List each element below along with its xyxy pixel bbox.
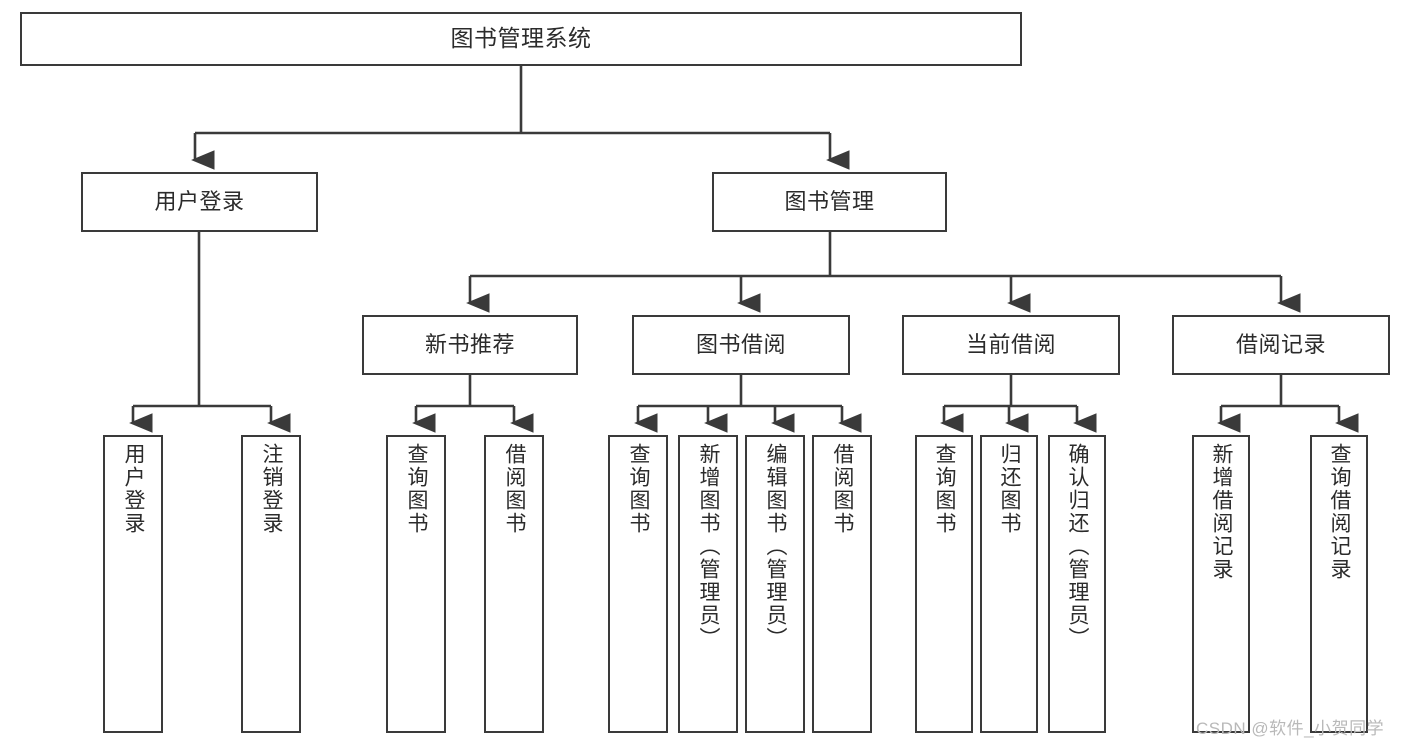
leaf-query-borrow-record[interactable]: 查询借阅记录 [1310,435,1368,733]
node-borrow-record-label: 借阅记录 [1235,332,1326,358]
node-borrow-record[interactable]: 借阅记录 [1172,315,1390,375]
node-book-borrow-label: 图书借阅 [695,332,786,358]
node-current-borrow-label: 当前借阅 [965,332,1056,358]
node-book-management-label: 图书管理 [784,189,875,215]
leaf-user-login-label: 用户登录 [122,443,146,535]
leaf-query-book-recommend-label: 查询图书 [405,443,429,535]
node-root-label: 图书管理系统 [450,25,592,52]
leaf-return-book-label: 归还图书 [998,443,1022,535]
leaf-borrow-book-recommend[interactable]: 借阅图书 [484,435,544,733]
leaf-query-book-borrow-label: 查询图书 [627,443,651,535]
leaf-add-book-admin[interactable]: 新增图书（管理员） [678,435,738,733]
node-new-book-recommend[interactable]: 新书推荐 [362,315,578,375]
node-root[interactable]: 图书管理系统 [20,12,1022,66]
leaf-query-borrow-record-label: 查询借阅记录 [1328,443,1352,581]
leaf-edit-book-admin[interactable]: 编辑图书（管理员） [745,435,805,733]
leaf-add-book-admin-label: 新增图书（管理员） [697,443,721,650]
node-user-login-label: 用户登录 [154,189,245,215]
leaf-query-book-recommend[interactable]: 查询图书 [386,435,446,733]
leaf-borrow-book-label: 借阅图书 [831,443,855,535]
leaf-query-book-current-label: 查询图书 [933,443,957,535]
leaf-add-borrow-record[interactable]: 新增借阅记录 [1192,435,1250,733]
node-book-management[interactable]: 图书管理 [712,172,947,232]
node-new-book-recommend-label: 新书推荐 [424,332,515,358]
csdn-watermark: CSDN @软件_小贺同学 [1196,719,1385,738]
leaf-add-borrow-record-label: 新增借阅记录 [1210,443,1234,581]
node-book-borrow[interactable]: 图书借阅 [632,315,850,375]
leaf-logout[interactable]: 注销登录 [241,435,301,733]
leaf-edit-book-admin-label: 编辑图书（管理员） [764,443,788,650]
leaf-logout-label: 注销登录 [260,443,284,535]
leaf-user-login[interactable]: 用户登录 [103,435,163,733]
node-user-login[interactable]: 用户登录 [81,172,318,232]
leaf-borrow-book[interactable]: 借阅图书 [812,435,872,733]
node-current-borrow[interactable]: 当前借阅 [902,315,1120,375]
leaf-query-book-current[interactable]: 查询图书 [915,435,973,733]
leaf-confirm-return-admin[interactable]: 确认归还（管理员） [1048,435,1106,733]
leaf-return-book[interactable]: 归还图书 [980,435,1038,733]
leaf-query-book-borrow[interactable]: 查询图书 [608,435,668,733]
leaf-borrow-book-recommend-label: 借阅图书 [503,443,527,535]
leaf-confirm-return-admin-label: 确认归还（管理员） [1066,443,1090,650]
